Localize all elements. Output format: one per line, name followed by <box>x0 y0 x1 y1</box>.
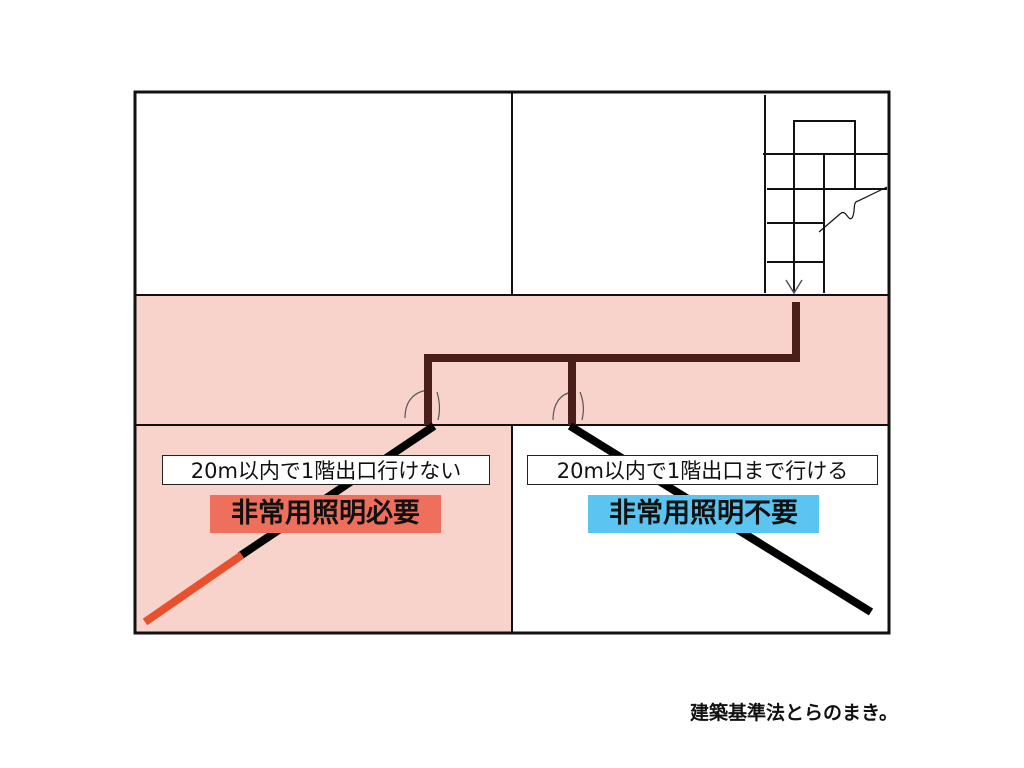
right-condition-label: 20m以内で1階出口まで行ける <box>527 455 878 485</box>
break-line <box>818 186 888 233</box>
left-route-excess <box>142 551 245 626</box>
left-route <box>237 422 437 560</box>
caption: 建築基準法とらのまき。 <box>690 702 899 724</box>
staircase <box>763 95 889 295</box>
left-condition-label: 20m以内で1階出口行けない <box>162 455 490 485</box>
arrow-down-icon <box>785 279 803 295</box>
walls <box>135 92 889 633</box>
evacuation-route <box>424 302 800 425</box>
left-result-badge: 非常用照明必要 <box>210 495 441 533</box>
building-outline <box>133 90 891 635</box>
right-result-badge: 非常用照明不要 <box>588 495 819 533</box>
